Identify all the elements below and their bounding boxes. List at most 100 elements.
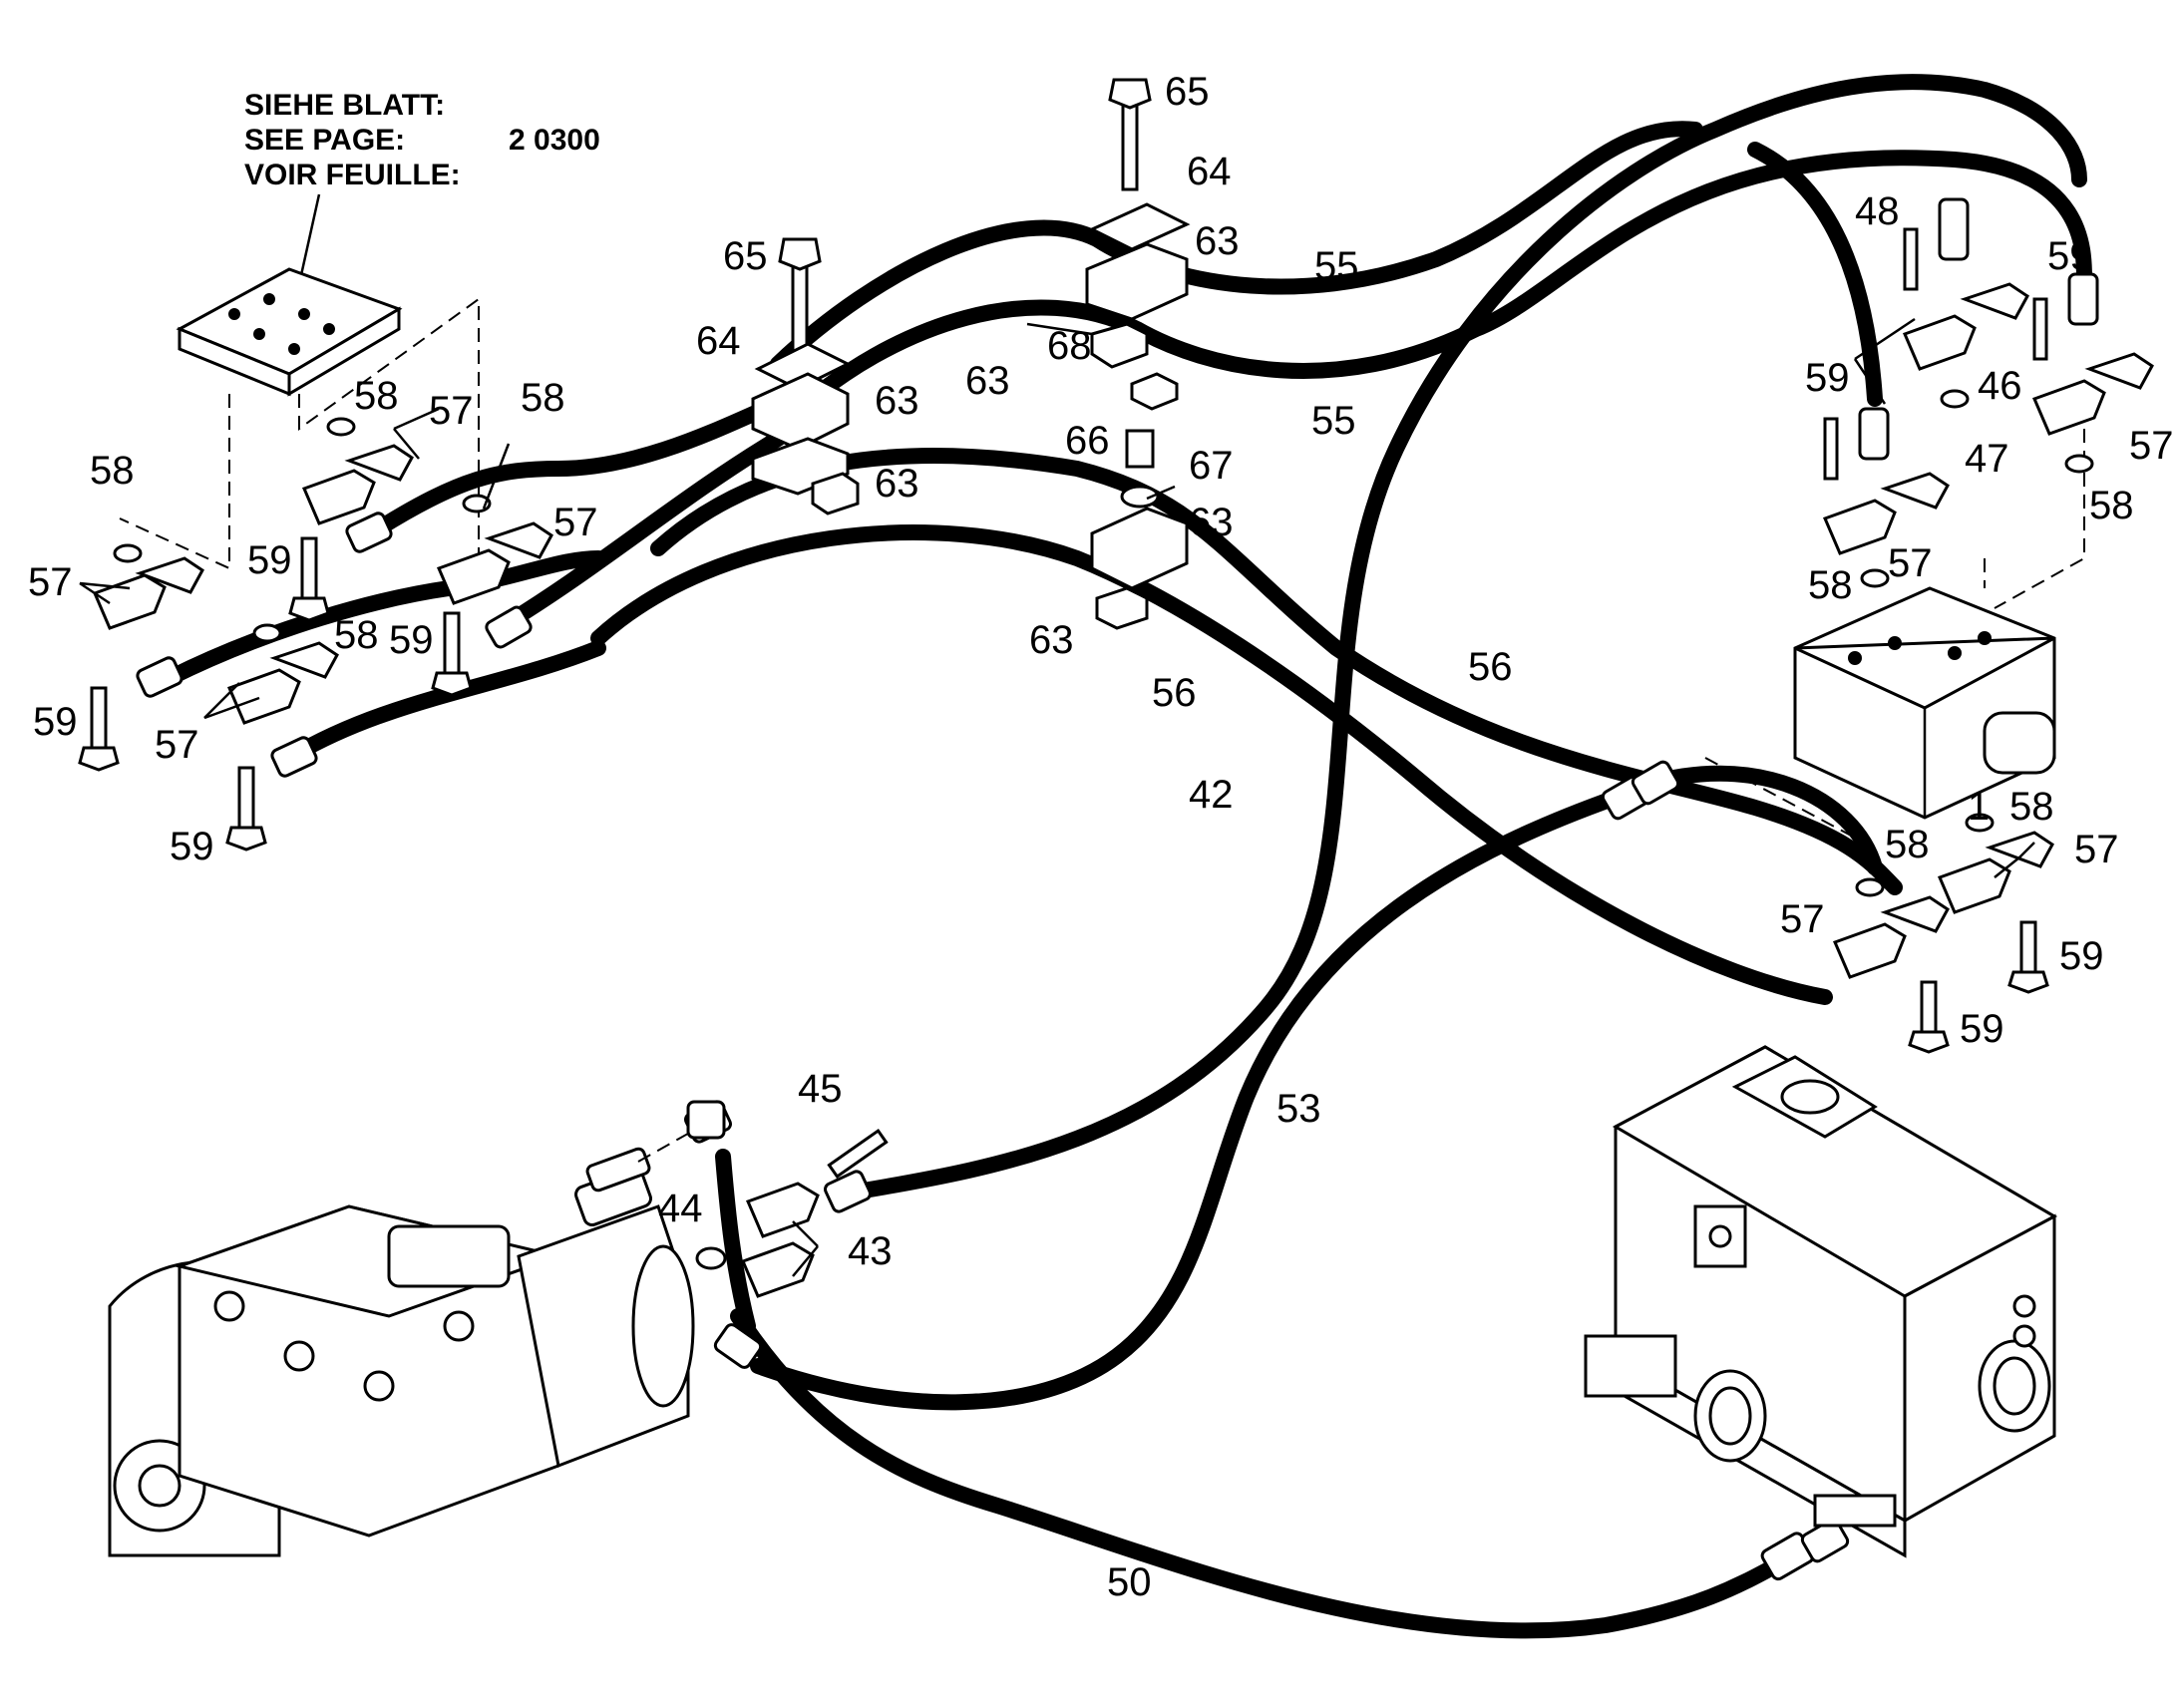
- bolt-head: [2007, 970, 2049, 994]
- leader-line: [203, 696, 260, 720]
- plate-hole: [263, 293, 275, 305]
- plate-64: [754, 342, 852, 391]
- clamp-63-insert: [1095, 586, 1149, 630]
- flange-half: [344, 444, 414, 482]
- washer: [1860, 568, 1890, 588]
- leader-line: [2018, 842, 2035, 858]
- plate-hole: [228, 308, 240, 320]
- callout-57: 57: [429, 389, 474, 433]
- pump-rear-cap: [631, 1244, 695, 1408]
- clamp-block-left: [751, 237, 860, 515]
- flange-half: [2031, 379, 2106, 436]
- hose-fitting: [345, 512, 393, 553]
- flange-43-lower: [740, 1241, 815, 1298]
- bolt-shank: [237, 766, 255, 830]
- hose-56-lower: [590, 524, 1833, 1005]
- pump-port: [213, 1290, 245, 1322]
- tank-port-opening: [1780, 1079, 1840, 1115]
- hose-fitting: [1800, 1518, 1850, 1563]
- callout-67: 67: [1189, 444, 1234, 488]
- hose-fitting: [824, 1170, 872, 1213]
- callout-59: 59: [1805, 356, 1850, 400]
- callout-58: 58: [2089, 484, 2134, 527]
- note-line-see-page: SEE PAGE:: [244, 124, 405, 157]
- note-line-siehe-blatt: SIEHE BLATT:: [244, 89, 445, 122]
- right-bottom-fittings: [1832, 813, 2054, 1054]
- callout-47: 47: [1965, 437, 2009, 481]
- hose-fitting: [1858, 407, 1890, 461]
- flange-half: [1822, 499, 1897, 555]
- washer: [1965, 813, 1995, 833]
- valve-port: [1948, 646, 1962, 660]
- tank-inspection-port-inner: [1708, 1386, 1752, 1446]
- washer: [252, 623, 282, 643]
- hose-fitting: [485, 605, 533, 649]
- valve-port: [1888, 636, 1902, 650]
- hose-left-b: [281, 640, 606, 766]
- callout-57: 57: [553, 501, 598, 544]
- plate-hole: [323, 323, 335, 335]
- left-hose-assemblies: [136, 391, 796, 778]
- flange-half: [2084, 352, 2154, 390]
- callout-50: 50: [1107, 1560, 1152, 1604]
- flange-half: [1902, 314, 1977, 371]
- callout-57: 57: [2129, 424, 2174, 468]
- note-leader-line: [297, 193, 321, 285]
- hose-44-run: [715, 1149, 756, 1334]
- bolt-65-shank: [791, 262, 809, 356]
- leader-line: [393, 428, 420, 460]
- washer: [1940, 389, 1970, 409]
- flange-half: [1937, 857, 2011, 914]
- callout-59: 59: [170, 825, 214, 868]
- bolt-shank: [2019, 920, 2037, 979]
- bolt-shank: [1823, 417, 1839, 481]
- hose-fitting-48: [1938, 197, 1970, 261]
- flange-half: [269, 641, 339, 679]
- callout-57: 57: [155, 723, 199, 767]
- flange-half: [301, 469, 376, 525]
- note-line-voir-feuille: VOIR FEUILLE:: [244, 159, 461, 191]
- flange-half: [92, 573, 167, 630]
- bolt-head: [78, 746, 120, 772]
- callout-59: 59: [2059, 934, 2104, 978]
- bolt-head: [1908, 1030, 1950, 1054]
- flange-half: [1960, 282, 2029, 320]
- pump-port-nut: [585, 1147, 651, 1193]
- bolt-65-head: [1108, 78, 1152, 110]
- callout-63: 63: [1029, 618, 1074, 662]
- clamp-63-insert: [1090, 322, 1149, 369]
- valve-port: [1848, 651, 1862, 665]
- bolt-66: [1125, 429, 1155, 469]
- bolt-shank: [443, 611, 461, 675]
- callout-64: 64: [696, 319, 741, 363]
- callout-56: 56: [1152, 671, 1197, 715]
- plate-64: [1088, 202, 1191, 251]
- callout-57: 57: [1780, 897, 1825, 941]
- pump-line-fittings: [637, 1100, 889, 1369]
- pump-port: [363, 1370, 395, 1402]
- note-page-number: 2 0300: [509, 124, 600, 157]
- callout-56: 56: [1468, 645, 1513, 689]
- flange-half: [484, 521, 553, 559]
- hose-fitting: [136, 656, 183, 698]
- flange-half: [436, 548, 511, 605]
- callout-59: 59: [389, 618, 434, 662]
- hose-fitting: [270, 736, 318, 778]
- callout-58: 58: [1885, 823, 1930, 866]
- callout-46: 46: [1978, 364, 2022, 408]
- callout-68: 68: [1047, 324, 1092, 368]
- clamp-63-upper: [751, 372, 850, 451]
- leader-line: [79, 581, 131, 590]
- hydraulic-pump-assembly: [108, 1147, 695, 1557]
- leader-line: [482, 443, 511, 510]
- o-ring-44: [695, 1246, 727, 1270]
- bolt-shank: [300, 536, 318, 600]
- tank-filter-block: [1584, 1334, 1677, 1398]
- callout-59: 59: [247, 538, 292, 582]
- flange-half: [1832, 922, 1907, 979]
- callout-43: 43: [848, 1229, 893, 1273]
- callout-numbers: 65 64 63 55 55 48 59 65 64 63 68 63 63 6…: [28, 70, 2174, 1604]
- hose-56-upper: [650, 448, 1903, 895]
- callout-63: 63: [1189, 501, 1234, 544]
